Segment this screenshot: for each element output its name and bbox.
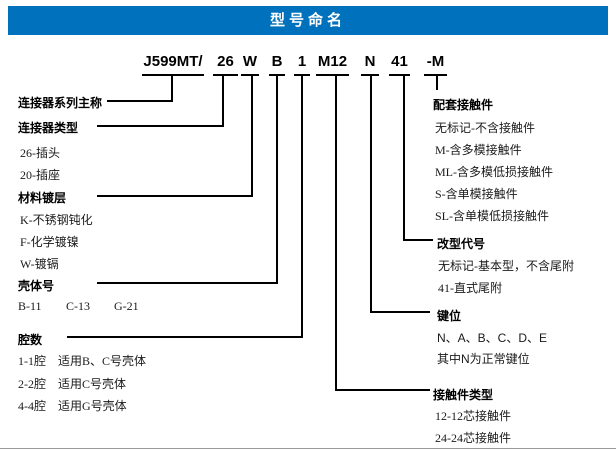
- key-item: N、A、B、C、D、E: [437, 331, 548, 345]
- leader-series-horizontal: [107, 100, 173, 102]
- code-segment-plating: W: [241, 52, 259, 76]
- contact-type-item: 24-24芯接触件: [435, 431, 511, 445]
- variant-item: 41-直式尾附: [438, 281, 502, 295]
- contacts-item: 无标记-不含接触件: [435, 121, 535, 135]
- code-segment-contact-type: M12: [316, 52, 349, 76]
- shell-item: G-21: [114, 299, 139, 313]
- plating-item: K-不锈钢钝化: [20, 213, 93, 227]
- leader-variant-vertical: [403, 76, 405, 241]
- leader-plating-horizontal: [97, 195, 253, 197]
- leader-plating-vertical: [251, 76, 253, 197]
- leader-shell-horizontal: [97, 282, 278, 284]
- leader-series-vertical: [171, 76, 173, 102]
- heading-type: 连接器类型: [18, 121, 79, 135]
- contacts-item: M-含多模接触件: [435, 143, 522, 157]
- variant-item: 无标记-基本型，不含尾附: [438, 259, 574, 273]
- leader-shell-vertical: [276, 76, 278, 284]
- contact-type-item: 12-12芯接触件: [435, 409, 511, 423]
- leader-key-vertical: [370, 76, 372, 313]
- shell-item: C-13: [66, 299, 90, 313]
- leader-cavity-vertical: [301, 76, 303, 338]
- heading-variant: 改型代号: [437, 237, 486, 251]
- leader-variant-horizontal: [403, 239, 433, 241]
- leader-contact-type-horizontal: [335, 389, 430, 391]
- leader-cavity-horizontal: [67, 336, 303, 338]
- cavity-item: 4-4腔 适用G号壳体: [18, 399, 127, 413]
- leader-contact-type-vertical: [335, 76, 337, 391]
- code-segment-series: J599MT/: [142, 52, 204, 76]
- code-segment-shell: B: [269, 52, 285, 76]
- heading-shell: 壳体号: [18, 279, 55, 293]
- contacts-item: S-含单模接触件: [435, 187, 518, 201]
- code-segment-key: N: [361, 52, 379, 76]
- code-segment-contacts: -M: [424, 52, 447, 76]
- heading-contacts: 配套接触件: [433, 98, 494, 112]
- bottom-border: [0, 448, 616, 449]
- heading-cavity: 腔数: [18, 333, 43, 347]
- contacts-item: ML-含多模低损接触件: [435, 165, 553, 179]
- key-item: 其中N为正常键位: [437, 352, 530, 366]
- type-item: 26-插头: [20, 146, 60, 160]
- cavity-item: 2-2腔 适用C号壳体: [18, 377, 127, 391]
- leader-contacts-vertical: [436, 76, 438, 90]
- contacts-item: SL-含单模低损接触件: [435, 209, 550, 223]
- leader-type-vertical: [222, 76, 224, 127]
- plating-item: F-化学镀镍: [20, 235, 79, 249]
- heading-plating: 材料镀层: [18, 191, 67, 205]
- code-segment-type: 26: [213, 52, 238, 76]
- leader-type-horizontal: [97, 125, 224, 127]
- code-segment-cavity: 1: [294, 52, 310, 76]
- section-title: 型号命名: [8, 6, 608, 35]
- heading-key: 键位: [437, 309, 462, 323]
- heading-series: 连接器系列主称: [18, 96, 103, 110]
- leader-key-horizontal: [370, 311, 430, 313]
- code-segment-variant: 41: [389, 52, 410, 76]
- plating-item: W-镀镉: [20, 257, 59, 271]
- heading-contact-type: 接触件类型: [433, 388, 494, 402]
- shell-item: B-11: [18, 299, 42, 313]
- cavity-item: 1-1腔 适用B、C号壳体: [18, 354, 147, 368]
- type-item: 20-插座: [20, 168, 60, 182]
